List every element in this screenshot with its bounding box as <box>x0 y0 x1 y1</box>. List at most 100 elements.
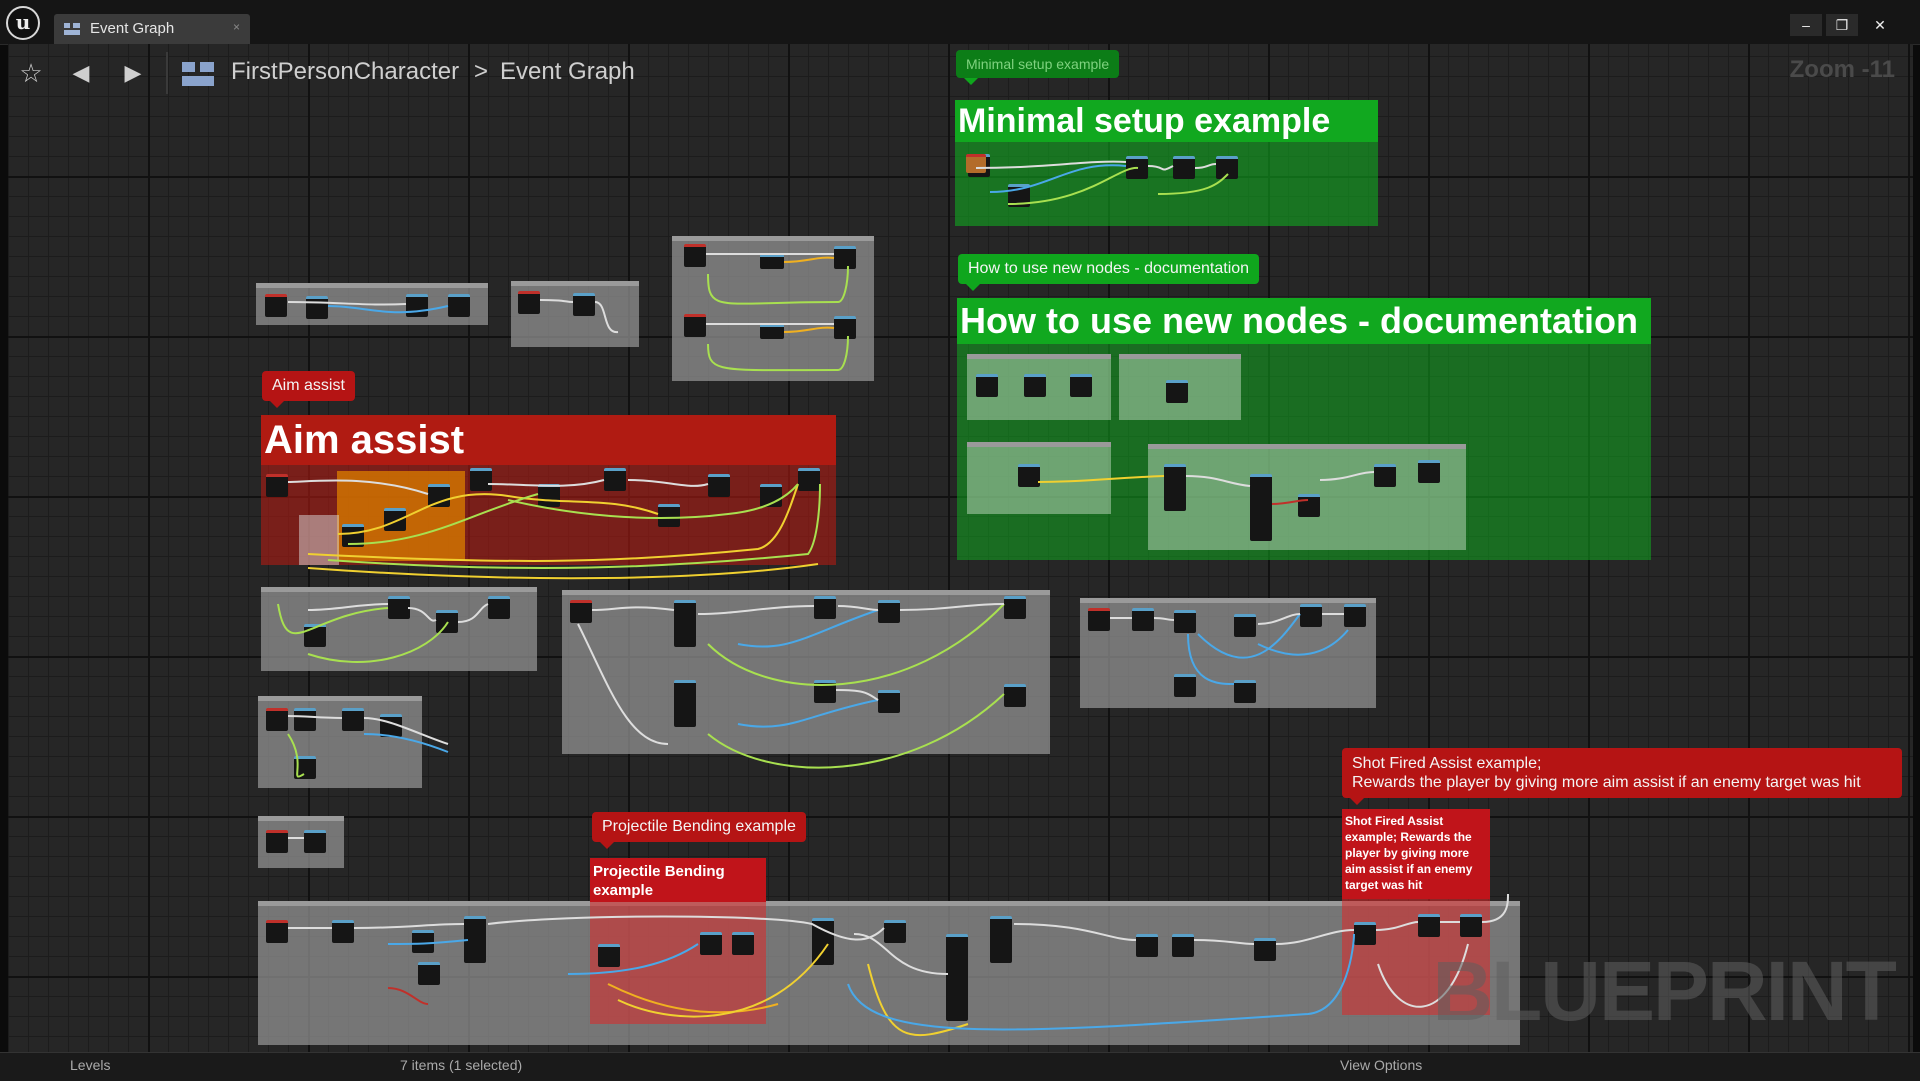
function-node[interactable] <box>1166 380 1188 403</box>
function-node[interactable] <box>388 596 410 619</box>
function-node[interactable] <box>436 610 458 633</box>
breadcrumb-current[interactable]: Event Graph <box>500 58 635 85</box>
function-node[interactable] <box>294 708 316 731</box>
function-node[interactable] <box>1418 914 1440 937</box>
function-node[interactable] <box>700 932 722 955</box>
function-node[interactable] <box>604 468 626 491</box>
comment-bubble-aim[interactable]: Aim assist <box>262 371 355 408</box>
function-node[interactable] <box>834 246 856 269</box>
breadcrumb-root[interactable]: FirstPersonCharacter <box>231 58 460 85</box>
function-node[interactable] <box>488 596 510 619</box>
levels-tab[interactable]: Levels <box>70 1057 111 1073</box>
restore-button[interactable]: ❐ <box>1826 14 1858 36</box>
comment-box[interactable] <box>562 590 1050 754</box>
function-node[interactable] <box>1174 610 1196 633</box>
function-node[interactable] <box>1024 374 1046 397</box>
close-button[interactable]: ✕ <box>1874 17 1886 33</box>
function-node[interactable] <box>342 708 364 731</box>
function-node[interactable] <box>304 830 326 853</box>
event-node[interactable] <box>570 600 592 623</box>
function-node[interactable] <box>470 468 492 491</box>
function-node[interactable] <box>674 680 696 727</box>
event-node[interactable] <box>684 244 706 267</box>
comment-bubble-minimal[interactable]: Minimal setup example <box>956 50 1120 85</box>
function-node[interactable] <box>1004 596 1026 619</box>
function-node[interactable] <box>976 374 998 397</box>
variable-node[interactable] <box>760 254 784 269</box>
event-node[interactable] <box>684 314 706 337</box>
function-node[interactable] <box>598 944 620 967</box>
function-node[interactable] <box>812 918 834 965</box>
variable-node[interactable] <box>760 324 784 339</box>
function-node[interactable] <box>380 714 402 737</box>
function-node[interactable] <box>1460 914 1482 937</box>
function-node[interactable] <box>428 484 450 507</box>
function-node[interactable] <box>1008 184 1030 207</box>
event-node[interactable] <box>266 830 288 853</box>
function-node[interactable] <box>304 624 326 647</box>
function-node[interactable] <box>306 296 328 319</box>
event-node[interactable] <box>1088 608 1110 631</box>
event-node[interactable] <box>265 294 287 317</box>
comment-bubble-projectile[interactable]: Projectile Bending example <box>592 812 806 849</box>
tab-close-icon[interactable]: × <box>232 20 240 34</box>
function-node[interactable] <box>1250 474 1272 541</box>
back-arrow-icon[interactable]: ◀ <box>72 60 90 85</box>
event-graph-canvas[interactable]: Minimal setup example How to use new nod… <box>8 44 1913 1060</box>
function-node[interactable] <box>1300 604 1322 627</box>
function-node[interactable] <box>1136 934 1158 957</box>
tab-event-graph[interactable]: Event Graph × <box>54 14 250 44</box>
function-node[interactable] <box>658 504 680 527</box>
function-node[interactable] <box>464 916 486 963</box>
function-node[interactable] <box>884 920 906 943</box>
function-node[interactable] <box>573 293 595 316</box>
function-node[interactable] <box>1126 156 1148 179</box>
function-node[interactable] <box>1070 374 1092 397</box>
function-node[interactable] <box>1164 464 1186 511</box>
function-node[interactable] <box>538 484 560 507</box>
event-node[interactable] <box>266 474 288 497</box>
function-node[interactable] <box>1172 934 1194 957</box>
function-node[interactable] <box>1254 938 1276 961</box>
function-node[interactable] <box>760 484 782 507</box>
function-node[interactable] <box>814 680 836 703</box>
minimize-button[interactable]: – <box>1790 14 1822 36</box>
event-node[interactable] <box>266 708 288 731</box>
function-node[interactable] <box>834 316 856 339</box>
function-node[interactable] <box>1173 156 1195 179</box>
comment-box[interactable] <box>1080 598 1376 708</box>
forward-arrow-icon[interactable]: ▶ <box>124 60 142 85</box>
function-node[interactable] <box>294 756 316 779</box>
function-node[interactable] <box>1354 922 1376 945</box>
event-node[interactable] <box>966 154 986 173</box>
function-node[interactable] <box>946 934 968 1021</box>
function-node[interactable] <box>732 932 754 955</box>
view-options-button[interactable]: View Options <box>1340 1057 1423 1073</box>
function-node[interactable] <box>332 920 354 943</box>
event-node[interactable] <box>266 920 288 943</box>
function-node[interactable] <box>878 600 900 623</box>
function-node[interactable] <box>448 294 470 317</box>
function-node[interactable] <box>798 468 820 491</box>
function-node[interactable] <box>418 962 440 985</box>
function-node[interactable] <box>814 596 836 619</box>
function-node[interactable] <box>878 690 900 713</box>
function-node[interactable] <box>1174 674 1196 697</box>
event-node[interactable] <box>518 291 540 314</box>
function-node[interactable] <box>384 508 406 531</box>
function-node[interactable] <box>1234 614 1256 637</box>
function-node[interactable] <box>1018 464 1040 487</box>
function-node[interactable] <box>1298 494 1320 517</box>
function-node[interactable] <box>1344 604 1366 627</box>
function-node[interactable] <box>1418 460 1440 483</box>
comment-minimal-setup[interactable]: Minimal setup example <box>955 100 1378 226</box>
function-node[interactable] <box>1004 684 1026 707</box>
function-node[interactable] <box>406 294 428 317</box>
function-node[interactable] <box>1374 464 1396 487</box>
function-node[interactable] <box>1132 608 1154 631</box>
function-node[interactable] <box>342 524 364 547</box>
comment-bubble-docs[interactable]: How to use new nodes - documentation <box>958 254 1260 291</box>
function-node[interactable] <box>708 474 730 497</box>
function-node[interactable] <box>674 600 696 647</box>
comment-bubble-shot[interactable]: Shot Fired Assist example; Rewards the p… <box>1342 748 1902 805</box>
